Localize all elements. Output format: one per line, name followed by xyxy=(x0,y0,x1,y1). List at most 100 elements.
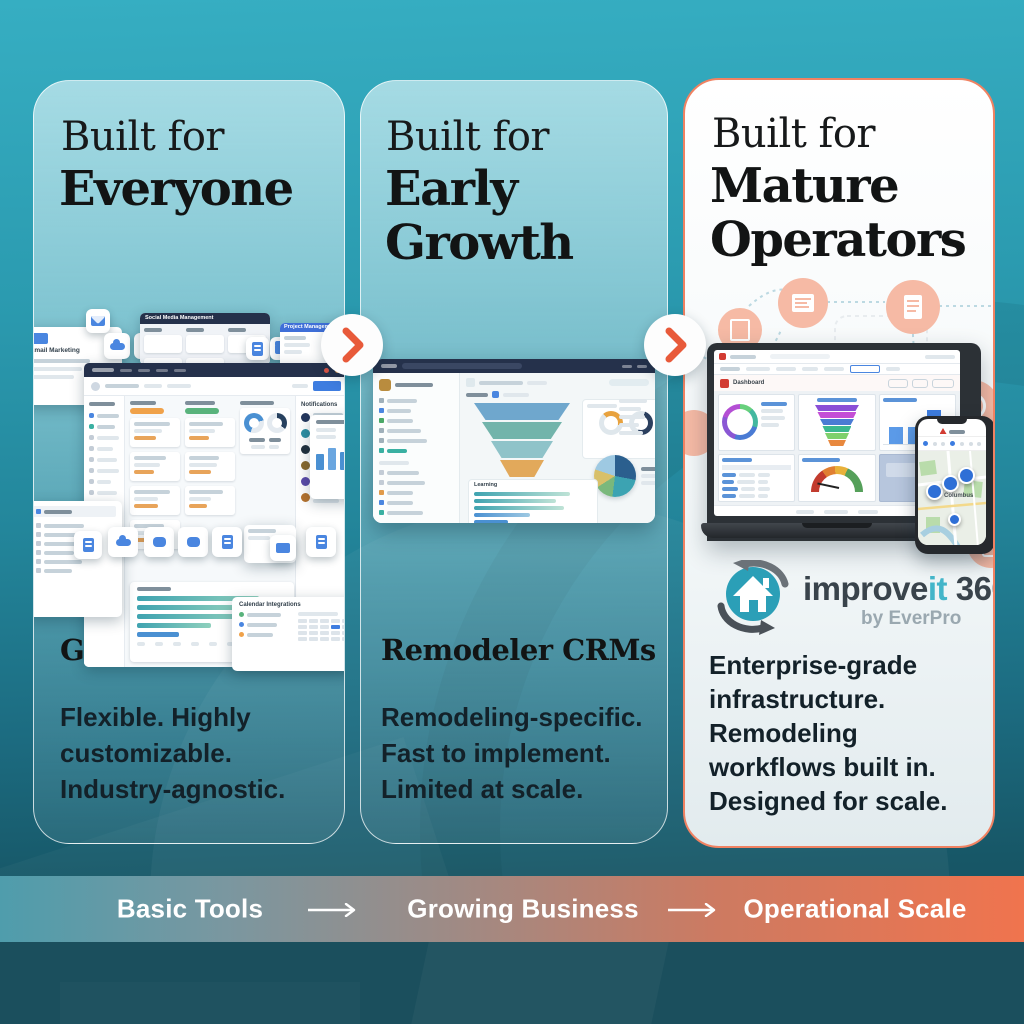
laptop-dashboard-header: Dashboard xyxy=(714,375,960,391)
panel-donut xyxy=(718,394,796,451)
address-pill xyxy=(402,363,522,369)
calendar-integrations-panel: Calendar Integrations xyxy=(232,597,344,671)
card3-title-top: Built for xyxy=(712,111,876,157)
chat-icon xyxy=(144,527,174,557)
calendar-deco-icon xyxy=(778,278,828,328)
cloud-icon xyxy=(104,333,130,359)
phone-notch xyxy=(937,419,967,424)
menu-item xyxy=(34,548,116,557)
chat-icon xyxy=(178,527,208,557)
improveit360-byline: by EverPro xyxy=(861,608,962,629)
social-window-titlebar: Social Media Management xyxy=(140,313,270,324)
flow-label-growing-business: Growing Business xyxy=(407,893,639,924)
card3-body: Enterprise-grade infrastructure. Remodel… xyxy=(709,650,948,816)
menu-item xyxy=(34,557,116,566)
avatar xyxy=(301,477,310,486)
calendar-panel-title: Calendar Integrations xyxy=(239,602,301,608)
social-window-title: Social Media Management xyxy=(145,314,214,321)
flow-label-basic-tools: Basic Tools xyxy=(116,893,264,924)
doc-icon xyxy=(74,531,102,559)
menu-item xyxy=(34,530,116,539)
apps-dropdown-menu xyxy=(34,501,122,617)
avatar xyxy=(301,461,310,470)
active-tab xyxy=(850,365,880,373)
next-chevron-1 xyxy=(321,314,383,376)
donut-chart-blue xyxy=(243,413,264,433)
mail-icon xyxy=(86,309,110,333)
footer-background xyxy=(0,942,1024,1024)
card1-title-bold: Everyone xyxy=(59,161,294,217)
doc-icon xyxy=(306,527,336,557)
avatar xyxy=(301,429,310,438)
pie-chart xyxy=(594,455,655,497)
card-mature-operators: Built for Mature Operators xyxy=(683,78,995,848)
avatar xyxy=(301,413,310,422)
project-window-title: Project Management xyxy=(284,323,338,330)
flow-arrow-icon xyxy=(308,903,356,917)
panel-table xyxy=(718,453,796,502)
card2-title-top: Built for xyxy=(386,114,550,160)
remodeler-crm-screenshot: Learning xyxy=(373,359,655,523)
phone-calendar-strip xyxy=(918,436,986,451)
primary-button xyxy=(313,381,341,391)
map-pin xyxy=(958,467,975,484)
improveit360-logo: improveit 360 by EverPro xyxy=(711,560,993,638)
column-tag-orange xyxy=(130,408,164,414)
phone-screen: Columbus xyxy=(918,419,986,545)
selected-day xyxy=(331,625,340,629)
notifications-title: Notifications xyxy=(301,402,338,408)
phone-map: Columbus xyxy=(918,450,986,545)
next-chevron-2 xyxy=(644,314,706,376)
laptop-screen: Dashboard xyxy=(714,350,960,516)
mini-month-grid xyxy=(298,612,344,641)
cloud-icon xyxy=(108,527,138,557)
dashboard-label: Dashboard xyxy=(733,380,765,386)
metrics-panel xyxy=(240,401,290,554)
browser-bar xyxy=(373,359,655,373)
card-generic-crm: Built for Everyone Email Marketing Socia… xyxy=(33,80,345,844)
email-thumb xyxy=(34,333,48,344)
improveit360-wordmark: improveit 360 xyxy=(803,570,993,607)
menu-item xyxy=(34,521,116,530)
card1-title-top: Built for xyxy=(61,114,225,160)
laptop-dashboard-grid xyxy=(714,391,960,505)
kanban-mini-col xyxy=(186,328,224,365)
avatar xyxy=(301,493,310,502)
donut-chart-navy xyxy=(266,413,287,433)
notification-dot xyxy=(324,367,329,373)
sales-funnel-chart xyxy=(468,403,576,484)
main-window-toolbar xyxy=(84,377,344,396)
doc-icon xyxy=(246,337,269,360)
card2-title-bold: Early Growth xyxy=(385,161,574,271)
learning-bar-panel: Learning xyxy=(468,479,598,523)
doc-icon xyxy=(212,527,242,557)
learning-panel-title: Learning xyxy=(474,482,498,488)
menu-item xyxy=(34,506,116,517)
app-logo-mark xyxy=(719,353,726,360)
avatar xyxy=(301,445,310,454)
generic-crm-collage: Email Marketing Social Media Management xyxy=(34,81,344,843)
crm-main-area: Learning xyxy=(460,373,655,523)
chevron-right-icon xyxy=(342,327,364,363)
laptop-mockup: Dashboard xyxy=(701,343,981,543)
flow-label-operational-scale: Operational Scale xyxy=(743,893,967,924)
workspace-avatar xyxy=(379,379,391,391)
column-tag-green xyxy=(185,408,219,414)
side-stats-list xyxy=(619,399,653,435)
kanban-column-meetings xyxy=(185,401,235,554)
laptop-chrome-bar xyxy=(714,350,960,364)
card1-body: Flexible. Highly customizable. Industry-… xyxy=(60,702,286,804)
monitor-icon xyxy=(270,535,296,561)
phone-app-bar xyxy=(918,419,986,436)
map-city-label: Columbus xyxy=(944,493,974,499)
phone-mockup: Columbus xyxy=(915,416,993,554)
laptop-base xyxy=(701,523,973,538)
mini-bar-chart xyxy=(316,442,344,470)
clipboard-deco-icon xyxy=(886,280,940,334)
analytics-mini-panel xyxy=(310,415,344,499)
main-window-topbar xyxy=(84,363,344,377)
map-pin xyxy=(948,513,961,526)
panel-gauge xyxy=(798,453,876,502)
laptop-footer-bar xyxy=(714,505,960,516)
